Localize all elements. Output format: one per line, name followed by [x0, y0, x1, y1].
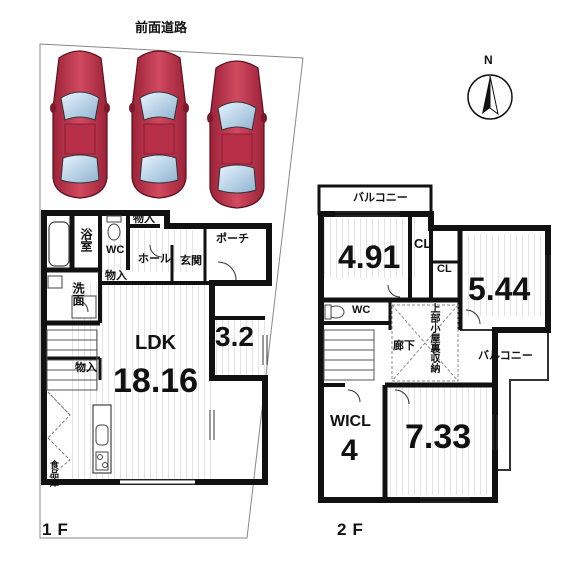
room2-size: 5.44	[468, 271, 531, 307]
wc-1f-label: WC	[106, 244, 125, 256]
pantry-label: 食品庫	[49, 460, 59, 487]
room1-size: 4.91	[338, 239, 401, 275]
corridor-label: 廊下	[393, 340, 415, 352]
storage-label-3: 物入	[75, 362, 97, 374]
cl-label-2: CL	[437, 263, 452, 275]
ldk-label: LDK	[135, 332, 177, 354]
storage-label-2: 物入	[105, 270, 127, 282]
car-2	[129, 50, 189, 199]
floor1-plan	[41, 210, 272, 485]
entrance-label: 玄関	[180, 255, 202, 267]
cl-label-1: CL	[414, 236, 432, 251]
room3-size: 7.33	[405, 418, 472, 456]
car-3	[207, 60, 267, 209]
floor2-label: 2F	[337, 520, 369, 539]
storage-label-1: 物入	[133, 213, 155, 225]
balcony-top-label: バルコニー	[353, 192, 408, 204]
washroom-label: 洗面	[71, 282, 85, 306]
bath-label: 浴室	[79, 228, 93, 252]
hall-label: ホール	[138, 253, 171, 265]
balcony-right-label: バルコニー	[478, 350, 533, 362]
attic-storage-label: 上部小屋裏収納	[428, 303, 439, 373]
road-label: 前面道路	[135, 20, 188, 35]
floor1-label: 1F	[42, 520, 74, 539]
porch-label: ポーチ	[216, 233, 249, 245]
floor2-plan	[317, 184, 551, 503]
car-1	[50, 50, 110, 199]
wicl-size: 4	[341, 434, 358, 467]
ldk-size: 18.16	[113, 362, 199, 400]
room-size-3-2: 3.2	[215, 321, 254, 352]
lot-outline	[39, 43, 304, 539]
compass-rose	[467, 74, 513, 120]
wicl-label: WICL	[330, 413, 371, 430]
wc-2f-label: WC	[352, 304, 371, 316]
compass-north-label: N	[484, 53, 493, 67]
